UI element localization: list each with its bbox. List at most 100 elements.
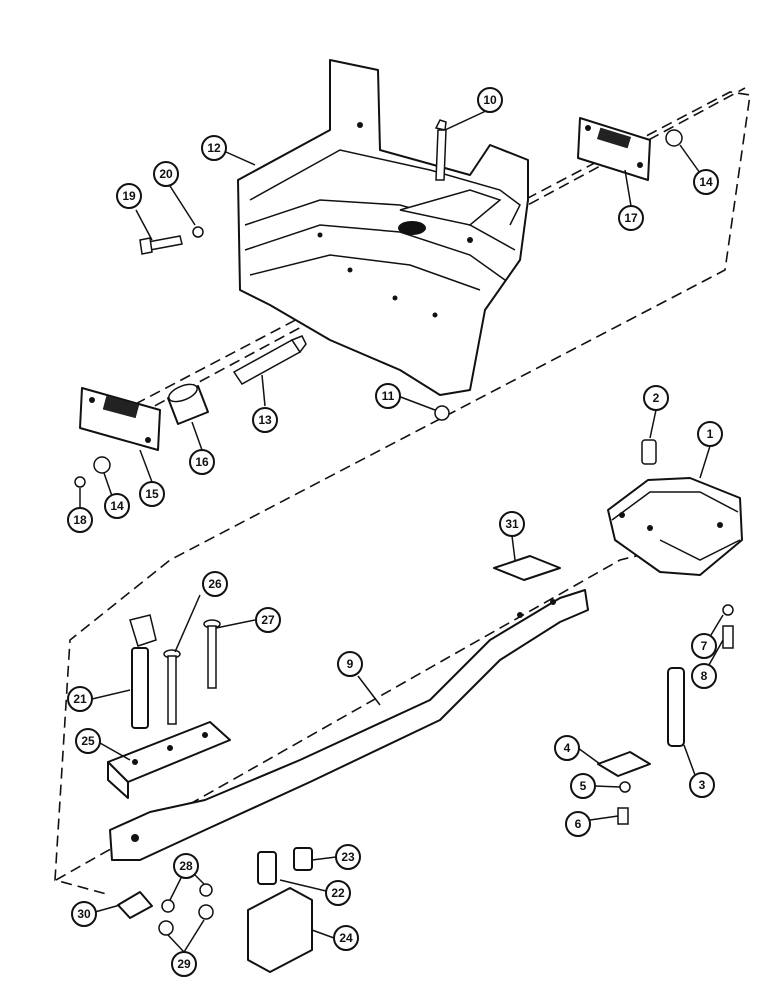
- pin-2-part: [641, 439, 657, 465]
- svg-text:14: 14: [699, 175, 713, 189]
- callout-2: 2: [643, 385, 669, 411]
- callout-7: 7: [691, 633, 717, 659]
- svg-text:23: 23: [341, 850, 355, 864]
- svg-text:21: 21: [73, 692, 87, 706]
- callout-18: 18: [67, 507, 93, 533]
- pin-13-part: [232, 335, 307, 385]
- svg-text:28: 28: [179, 859, 193, 873]
- svg-text:27: 27: [261, 613, 275, 627]
- callout-22: 22: [325, 880, 351, 906]
- bolt-6-part: [617, 807, 629, 825]
- svg-text:29: 29: [177, 957, 191, 971]
- callout-6: 6: [565, 811, 591, 837]
- callout-21: 21: [67, 686, 93, 712]
- callout-26: 26: [202, 571, 228, 597]
- callout-25: 25: [75, 728, 101, 754]
- callout-14-upper: 14: [693, 169, 719, 195]
- bolt-19-part: [139, 235, 183, 255]
- svg-text:22: 22: [331, 886, 345, 900]
- spacer-23-part: [293, 847, 313, 871]
- nut-14-upper-part: [665, 129, 683, 147]
- svg-text:11: 11: [382, 389, 395, 403]
- plate-4-part: [597, 751, 651, 777]
- swivel-housing-1-part: [607, 477, 743, 576]
- callout-20: 20: [153, 161, 179, 187]
- callout-30: 30: [71, 901, 97, 927]
- weight-bracket-part: [237, 59, 529, 396]
- svg-text:2: 2: [653, 391, 660, 405]
- svg-text:31: 31: [505, 517, 519, 531]
- clip-30-part: [117, 891, 153, 919]
- callout-16: 16: [189, 449, 215, 475]
- leader-lines: [79, 109, 724, 953]
- clip-24-part: [247, 887, 313, 973]
- drawbar-dashed-boundary: [55, 554, 641, 881]
- spacer-22-part: [257, 851, 277, 885]
- svg-text:26: 26: [208, 577, 222, 591]
- svg-text:14: 14: [110, 499, 124, 513]
- plate-15-part: [79, 387, 161, 451]
- callout-3: 3: [689, 772, 715, 798]
- washer-7-part: [722, 604, 734, 616]
- svg-text:9: 9: [347, 657, 354, 671]
- bolt-10-part: [434, 119, 447, 181]
- callout-24: 24: [333, 925, 359, 951]
- callout-31: 31: [499, 511, 525, 537]
- bolt-8-part: [722, 625, 734, 649]
- svg-text:18: 18: [73, 513, 87, 527]
- svg-text:1: 1: [707, 427, 714, 441]
- nut-11-part: [434, 405, 450, 421]
- drawbar-9-part: [109, 589, 589, 861]
- svg-text:5: 5: [580, 779, 587, 793]
- svg-text:8: 8: [701, 669, 708, 683]
- svg-text:6: 6: [575, 817, 582, 831]
- svg-text:3: 3: [699, 778, 706, 792]
- callout-28: 28: [173, 853, 199, 879]
- plate-25-part: [107, 721, 231, 799]
- washer-5-part: [619, 781, 631, 793]
- svg-text:24: 24: [339, 931, 353, 945]
- callout-8: 8: [691, 663, 717, 689]
- callout-5: 5: [570, 773, 596, 799]
- callout-11: 11: [375, 383, 401, 409]
- svg-text:15: 15: [145, 487, 159, 501]
- bolt-27-part: [203, 619, 221, 689]
- svg-text:7: 7: [701, 639, 708, 653]
- callout-27: 27: [255, 607, 281, 633]
- svg-text:25: 25: [81, 734, 95, 748]
- nut-29-right-part: [198, 904, 214, 920]
- callout-1: 1: [697, 421, 723, 447]
- washer-20-part: [192, 226, 204, 238]
- callout-14-lower: 14: [104, 493, 130, 519]
- plate-17-part: [577, 117, 651, 181]
- svg-text:19: 19: [122, 189, 136, 203]
- callout-23: 23: [335, 844, 361, 870]
- callout-9: 9: [337, 651, 363, 677]
- svg-text:10: 10: [483, 93, 497, 107]
- bush-16-part: [167, 383, 209, 425]
- svg-text:17: 17: [624, 211, 638, 225]
- pin-3-part: [667, 667, 685, 747]
- svg-text:13: 13: [258, 413, 272, 427]
- nut-29-left-part: [158, 920, 174, 936]
- washer-28-right-part: [199, 883, 213, 897]
- svg-text:30: 30: [77, 907, 91, 921]
- svg-text:12: 12: [207, 141, 221, 155]
- callout-12: 12: [201, 135, 227, 161]
- callout-29: 29: [171, 951, 197, 977]
- hitch-pin-21-part: [129, 614, 157, 729]
- callout-19: 19: [116, 183, 142, 209]
- callout-15: 15: [139, 481, 165, 507]
- svg-text:16: 16: [195, 455, 209, 469]
- svg-text:4: 4: [564, 741, 571, 755]
- svg-text:20: 20: [159, 167, 173, 181]
- callout-17: 17: [618, 205, 644, 231]
- grease-nipple-18-part: [74, 476, 86, 488]
- washer-28-left-part: [161, 899, 175, 913]
- callout-10: 10: [477, 87, 503, 113]
- bolt-26-part: [163, 649, 181, 725]
- callout-13: 13: [252, 407, 278, 433]
- callout-4: 4: [554, 735, 580, 761]
- plate-31-part: [493, 555, 561, 581]
